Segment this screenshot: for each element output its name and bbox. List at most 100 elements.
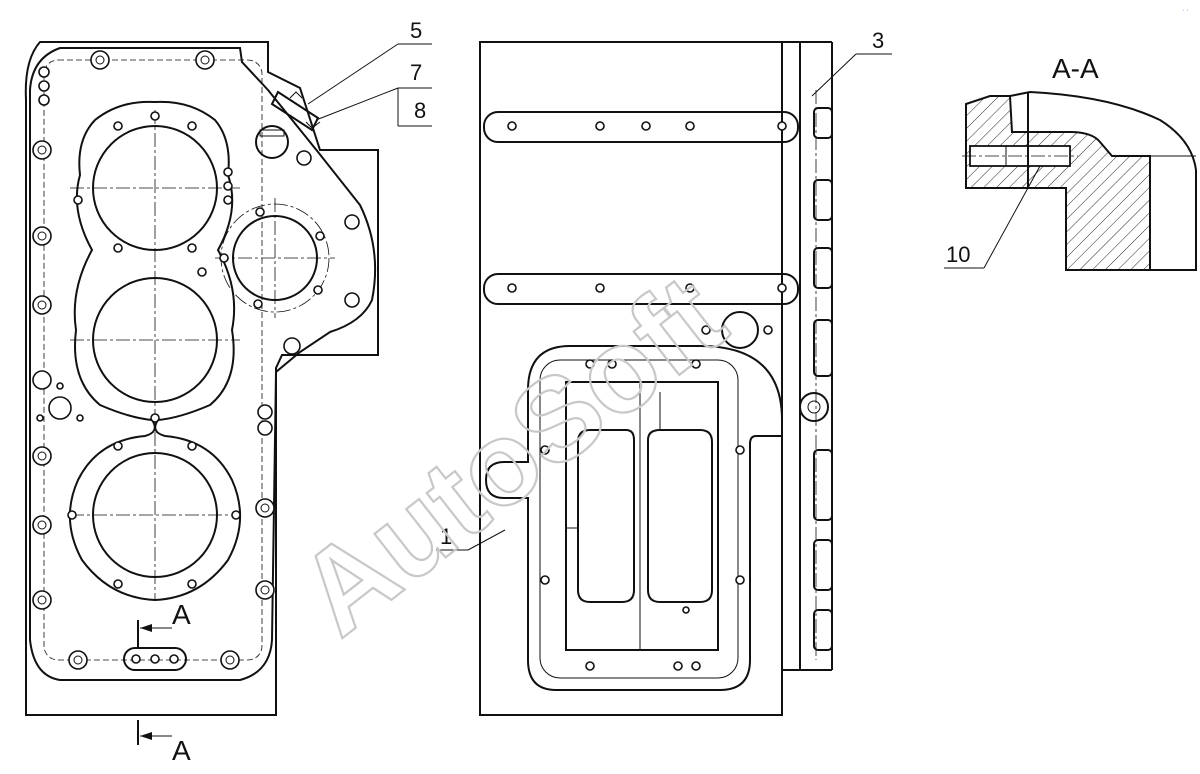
- flange-pockets: [813, 107, 833, 651]
- tapped-hole: [187, 121, 197, 131]
- tapped-hole: [113, 441, 123, 451]
- cavity-hole: [691, 359, 701, 369]
- bolt-hole: [32, 590, 52, 610]
- cavity-inner: [539, 359, 739, 679]
- rib-hole: [507, 121, 517, 131]
- tapped-hole: [113, 579, 123, 589]
- tapped-hole: [187, 243, 197, 253]
- bolt-hole: [37, 451, 47, 461]
- front-view-flange: [29, 47, 377, 681]
- cavity-hole: [691, 661, 701, 671]
- section-outer-contour: [1009, 90, 1197, 271]
- tapped-hole: [219, 253, 229, 263]
- rib-hole: [777, 121, 787, 131]
- rib-hole: [595, 283, 605, 293]
- bolt-hole: [255, 498, 275, 518]
- bolt-hole: [37, 231, 47, 241]
- flange-pocket: [813, 247, 833, 289]
- boss-cutout: [259, 129, 285, 137]
- cavity-hole: [735, 445, 745, 455]
- tapped-hole: [76, 414, 84, 422]
- bolt-holes-front: [32, 50, 360, 670]
- bolt-hole: [38, 80, 50, 92]
- bolt-hole: [195, 50, 215, 70]
- bottom-slot-hole: [150, 654, 160, 664]
- rib-hole: [595, 121, 605, 131]
- callout-7: 7: [410, 60, 422, 85]
- flange-boss: [799, 392, 829, 422]
- bolt-hole: [220, 650, 240, 670]
- flange-boss-hole: [807, 400, 821, 414]
- bolt-hole: [200, 55, 210, 65]
- tapped-hole: [197, 267, 207, 277]
- sensor-block: [270, 90, 320, 132]
- callout-5: 5: [410, 18, 422, 43]
- bolt-hole: [48, 396, 72, 420]
- bolt-hole: [38, 66, 50, 78]
- bolt-hole: [32, 226, 52, 246]
- bore-lobe-contour: [69, 100, 241, 602]
- tapped-hole: [187, 441, 197, 451]
- side-small-hole: [763, 325, 773, 335]
- section-view: A-A 10: [944, 53, 1197, 271]
- section-title: A-A: [1052, 53, 1099, 84]
- front-view: A A 5 7 8: [24, 18, 432, 766]
- leader-1: [467, 529, 506, 551]
- tapped-holes-front: [36, 111, 325, 589]
- bolt-hole: [283, 337, 301, 355]
- side-boss: [721, 311, 759, 349]
- leader-7: [315, 87, 399, 121]
- leader-5: [307, 43, 399, 105]
- cavity-hole: [735, 575, 745, 585]
- cavity-hole: [585, 661, 595, 671]
- bolt-hole: [344, 214, 360, 230]
- tapped-hole: [67, 510, 77, 520]
- flange-pocket: [813, 609, 833, 651]
- tapped-hole: [231, 510, 241, 520]
- bolt-hole: [344, 292, 360, 308]
- rib-hole: [685, 121, 695, 131]
- tapped-hole: [187, 579, 197, 589]
- bolt-hole: [257, 404, 273, 420]
- tapped-hole: [56, 382, 64, 390]
- flange-pocket: [813, 107, 833, 139]
- bolt-hole: [90, 50, 110, 70]
- bolt-hole: [32, 295, 52, 315]
- side-small-hole: [701, 325, 711, 335]
- cavity-hole: [673, 661, 683, 671]
- tapped-hole: [313, 285, 323, 295]
- section-mark-bottom: A: [172, 735, 191, 766]
- upper-rib: [483, 111, 799, 143]
- cavity-window: [565, 381, 719, 651]
- inner-window-right: [647, 429, 713, 603]
- bolt-hole: [37, 145, 47, 155]
- sensor-block-detail: [289, 91, 321, 129]
- callout-8: 8: [414, 98, 426, 123]
- side-view-outline: [479, 41, 783, 716]
- tapped-hole: [255, 207, 265, 217]
- corner-mark: · ·: [1182, 7, 1189, 14]
- section-body: [965, 95, 1151, 271]
- rib-hole: [507, 283, 517, 293]
- rib-hole: [685, 283, 695, 293]
- cavity-hole: [682, 606, 690, 614]
- tapped-hole: [113, 121, 123, 131]
- bolt-hole: [37, 300, 47, 310]
- cavity-hole: [585, 359, 595, 369]
- section-mark-top: A: [172, 599, 191, 630]
- callout-3: 3: [872, 28, 884, 53]
- bolt-hole: [255, 580, 275, 600]
- front-view-outline: [24, 41, 379, 716]
- section-arrowhead-bottom: [140, 732, 152, 740]
- cavity-hole: [540, 575, 550, 585]
- bottom-slot-plate: [123, 647, 187, 671]
- bolt-hole: [37, 520, 47, 530]
- flange-pocket: [813, 539, 833, 591]
- bolt-hole: [95, 55, 105, 65]
- tapped-hole: [223, 195, 233, 205]
- callout-1: 1: [440, 524, 452, 549]
- bolt-hole: [38, 94, 50, 106]
- tapped-hole: [223, 167, 233, 177]
- inner-window-left: [577, 429, 635, 603]
